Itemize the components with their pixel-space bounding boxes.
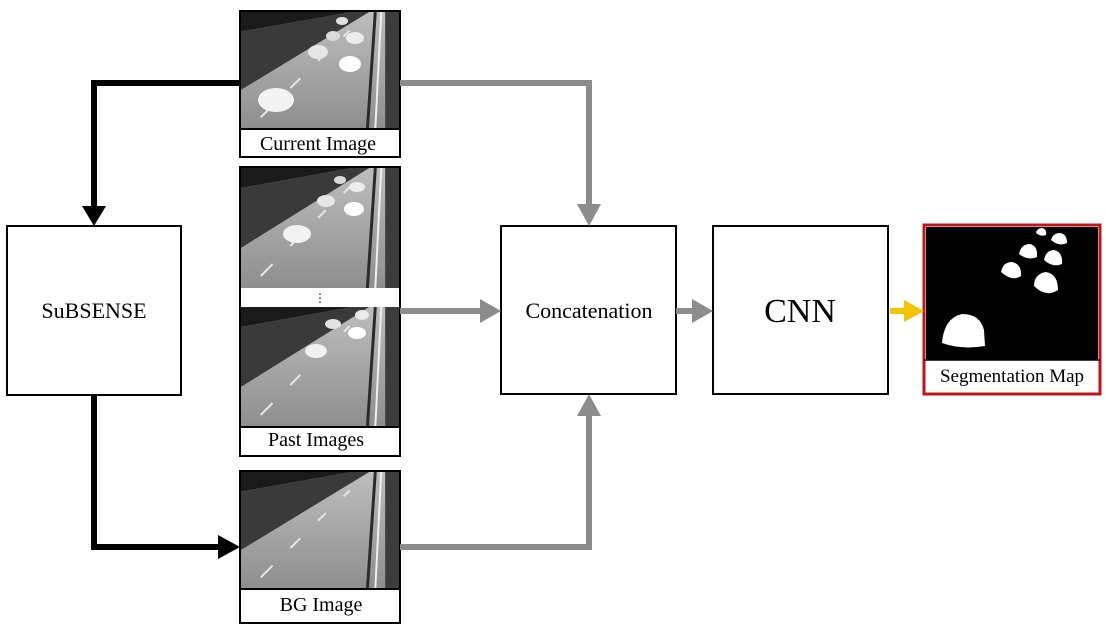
past-image-top-cars [283,176,365,243]
arrow-concatenation-to-cnn [676,299,713,323]
past-image-bottom-cars [305,310,369,358]
concatenation-label: Concatenation [525,298,652,323]
concatenation-box: Concatenation [500,225,677,395]
segmentation-map-label: Segmentation Map [940,366,1084,387]
arrow-subsense-to-bg [91,395,240,559]
past-images-label: Past Images [268,429,364,451]
past-images-panel: ⋮ Past Images [239,166,401,457]
current-image-panel: Current Image [239,10,401,158]
cnn-box: CNN [712,225,889,395]
bg-image-panel: BG Image [239,470,401,624]
cnn-label: CNN [764,293,836,330]
arrow-bg-to-concatenation [400,394,601,550]
arrow-cnn-to-segmentation [890,300,924,322]
segmentation-map-panel: Segmentation Map [922,223,1102,396]
arrow-past-to-concatenation [400,299,501,323]
segmentation-blobs [942,228,1067,348]
current-image-label: Current Image [260,133,376,155]
current-image-cars [258,17,364,112]
arrow-current-to-concatenation [400,80,601,226]
subsense-label: SuBSENSE [41,298,146,323]
bg-image-label: BG Image [280,594,363,616]
past-images-ellipsis: ⋮ [314,291,326,305]
arrow-current-to-subsense [82,80,240,226]
subsense-box: SuBSENSE [6,225,182,396]
